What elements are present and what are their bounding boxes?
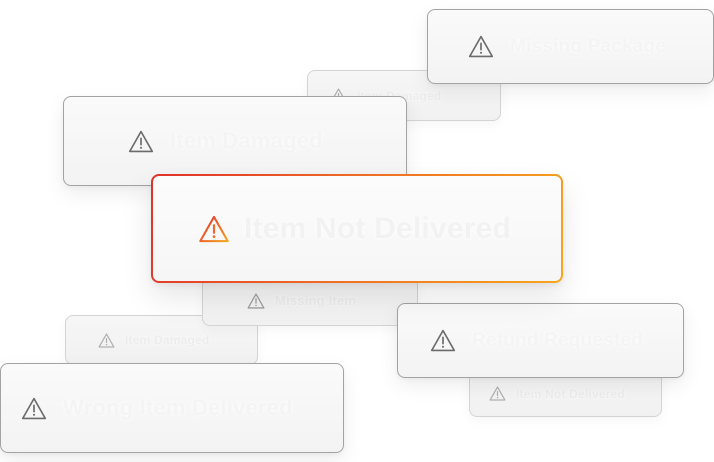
warning-triangle-icon [198,215,230,243]
issue-card-label: Item Not Delivered [244,211,512,245]
issue-card-label: Item Not Delivered [516,386,625,401]
issue-card-missing-package[interactable]: Missing Package [427,9,714,84]
warning-triangle-icon [21,397,47,420]
issue-card-label: Wrong Item Delivered [63,395,293,420]
warning-triangle-icon [430,329,456,352]
issue-card-background[interactable]: Missing Item [202,275,418,326]
issue-card-item-not-delivered[interactable]: Item Not Delivered [151,174,563,283]
issue-card-label: Refund Requested [472,329,644,351]
issue-card-label: Item Damaged [125,333,210,347]
warning-triangle-icon [489,386,506,401]
issue-card-refund-requested[interactable]: Refund Requested [397,303,684,378]
issue-card-item-damaged[interactable]: Item Damaged [63,96,407,186]
warning-triangle-icon [468,35,494,58]
issue-card-label: Item Damaged [170,128,323,153]
warning-triangle-icon [247,292,265,309]
issue-card-label: Missing Package [510,35,667,57]
warning-triangle-icon [98,332,115,348]
issue-card-label: Missing Item [275,293,357,308]
issue-card-wrong-item-delivered[interactable]: Wrong Item Delivered [0,363,344,453]
warning-triangle-icon [128,130,154,153]
